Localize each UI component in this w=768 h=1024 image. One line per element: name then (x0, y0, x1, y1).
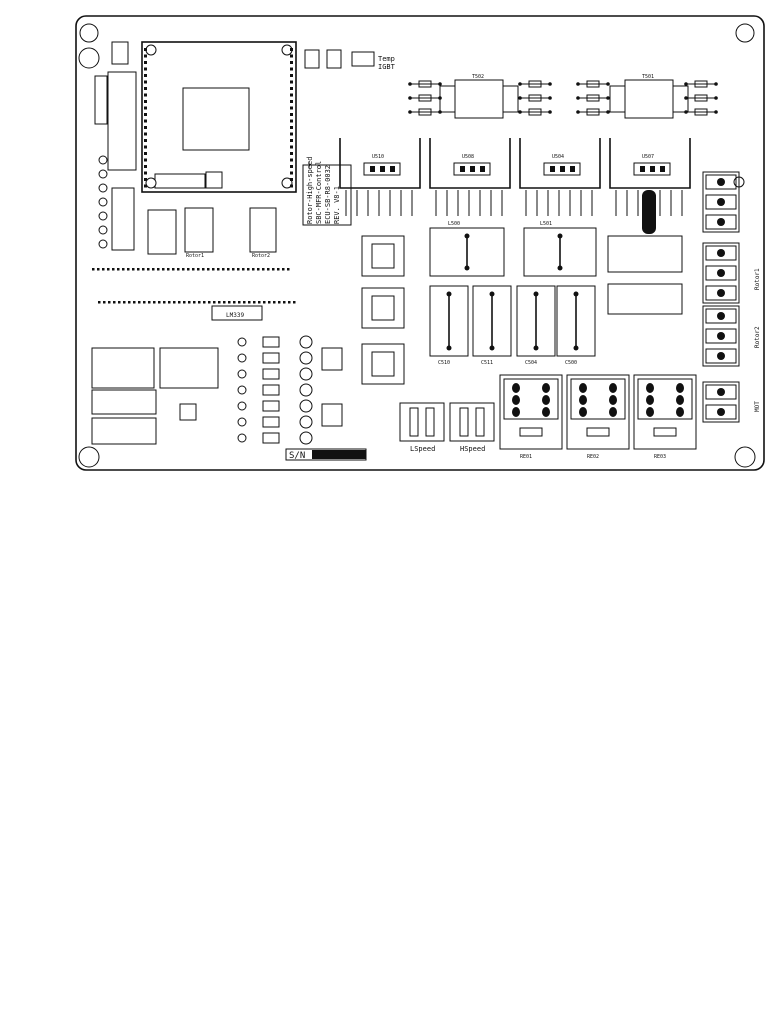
inductor-label-l500: L500 (448, 221, 460, 227)
relay-lspeed (399, 402, 445, 442)
led (98, 169, 108, 179)
heatsink-label: U504 (552, 154, 564, 160)
led (98, 225, 108, 235)
transformer-t501 (609, 79, 689, 119)
heatsink: U504 (519, 138, 601, 216)
driver-components (237, 335, 343, 445)
temp-sensor (304, 49, 320, 69)
mcu-module (141, 41, 297, 193)
power-relay: RE02 (566, 374, 630, 460)
capacitor: C510 (429, 285, 469, 366)
heatsink: U510 (339, 138, 421, 216)
mounting-hole (735, 23, 755, 43)
relay-hspeed (449, 402, 495, 442)
mounting-hole (78, 446, 100, 468)
heatsink-label: U508 (462, 154, 474, 160)
connector-p196 (351, 51, 375, 67)
heatsink: U508 (429, 138, 511, 216)
left-connector (94, 41, 137, 171)
film-capacitors (607, 190, 683, 315)
igbt-label: IGBT (378, 63, 396, 71)
title-block (302, 164, 352, 226)
mcu-pin-header-left (144, 48, 147, 188)
inductor-l500 (429, 227, 505, 277)
terminal-block (702, 381, 740, 423)
mounting-hole (78, 47, 100, 69)
power-relay: RE03 (633, 374, 697, 460)
temp-label: Temp (378, 55, 395, 63)
ic-u500 (111, 187, 135, 251)
board-title-line-3: ECU-SB-R8-0032 (324, 165, 332, 224)
dip-switch-rotor2 (249, 207, 277, 253)
led (98, 211, 108, 221)
capacitor-label: C511 (481, 360, 493, 366)
relay-label: RE03 (654, 454, 666, 460)
led (98, 197, 108, 207)
terminal-block (702, 171, 740, 233)
dip-label-rotor2: Rotor2 (252, 253, 270, 259)
transformer-t502 (439, 79, 519, 119)
heatsink-label: U510 (372, 154, 384, 160)
heatsink: U507 (609, 138, 691, 216)
transformer-label-t502: T502 (472, 74, 484, 80)
power-relay: RE01 (499, 374, 563, 460)
serial-barcode (312, 450, 366, 459)
resistor-array-top (408, 80, 718, 116)
hspeed-label: HSpeed (460, 445, 485, 453)
capacitor-label: C510 (438, 360, 450, 366)
relay (361, 235, 405, 277)
inductor-l501 (523, 227, 597, 277)
mounting-hole (79, 23, 99, 43)
board-title-line-2: SBC-MFR-Control (315, 161, 323, 224)
igbt-sensor (326, 49, 342, 69)
lspeed-label: LSpeed (410, 445, 435, 453)
mcu-pin-header-right (290, 48, 293, 188)
led (98, 183, 108, 193)
dip-label-rotor1: Rotor1 (186, 253, 204, 259)
terminal-block (702, 242, 740, 304)
capacitor: C504 (516, 285, 556, 366)
capacitor-label: C504 (525, 360, 537, 366)
led (98, 239, 108, 249)
capacitor: C500 (556, 285, 596, 366)
terminal-blocks (702, 171, 740, 423)
terminal-label-rotor1: Rotor1 (754, 268, 761, 290)
board-title-line-4: REV. V8-1 (333, 186, 341, 224)
ic-label-lm339: LM339 (226, 312, 244, 319)
relay-column (361, 235, 405, 385)
mounting-hole (734, 446, 756, 468)
board-outline (75, 15, 765, 471)
dip-switch-rotor1 (184, 207, 214, 253)
led (98, 155, 108, 165)
transformer-label-t501: T501 (642, 74, 654, 80)
capacitor: C511 (472, 285, 512, 366)
terminal-block (702, 305, 740, 367)
regulator-section (91, 305, 263, 445)
terminal-label-mot: MOT (754, 401, 761, 412)
capacitor-label: C500 (565, 360, 577, 366)
inductor-label-l501: L501 (540, 221, 552, 227)
heatsink-row: U510 U508 U504 U507 (339, 138, 691, 216)
pin-header-row (92, 268, 296, 304)
status-led-column (98, 155, 108, 249)
relay (361, 287, 405, 329)
ic-u509 (147, 209, 177, 255)
board-title-line-1: Rotor-High-speed (306, 157, 314, 224)
relay-label: RE02 (587, 454, 599, 460)
heatsink-label: U507 (642, 154, 654, 160)
terminal-label-rotor2: Rotor2 (754, 326, 761, 348)
power-relay-row: RE01 RE02 RE03 (499, 374, 697, 460)
relay-label: RE01 (520, 454, 532, 460)
serial-label: S/N (289, 451, 305, 461)
capacitor-bank: C510 C511 C504 C500 (429, 285, 596, 366)
relay (361, 343, 405, 385)
